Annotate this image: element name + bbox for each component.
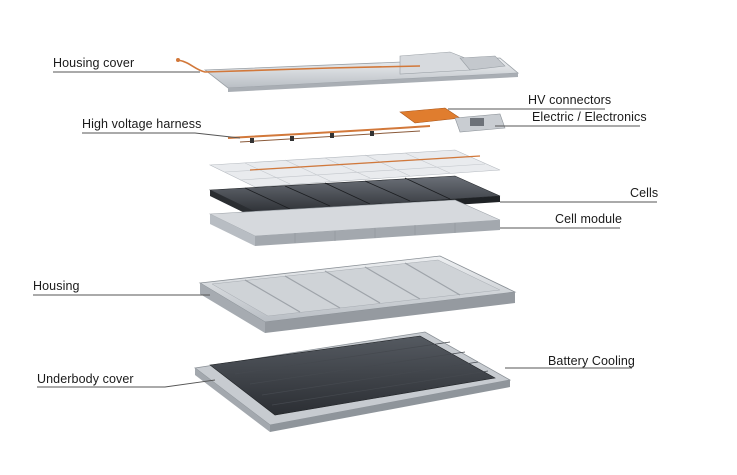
cell-module-label: Cell module <box>555 212 623 226</box>
underbody-cover-label: Underbody cover <box>37 372 134 386</box>
cells-top-part <box>208 149 501 188</box>
electronics-part <box>399 107 506 133</box>
high-voltage-harness-part <box>227 125 431 143</box>
electric-electronics-label: Electric / Electronics <box>532 110 647 124</box>
cells-label: Cells <box>630 186 659 200</box>
underbody-cover-part <box>194 331 512 432</box>
housing-cover-part <box>176 51 520 92</box>
leader-lines <box>33 71 657 388</box>
housing-label: Housing <box>33 279 80 293</box>
battery-cooling-label: Battery Cooling <box>548 354 635 368</box>
housing-part <box>198 255 517 333</box>
hv-connectors-label: HV connectors <box>528 93 612 107</box>
cell-module-part <box>208 199 501 246</box>
housing-cover-label: Housing cover <box>53 56 135 70</box>
high-voltage-harness-label: High voltage harness <box>82 117 202 131</box>
